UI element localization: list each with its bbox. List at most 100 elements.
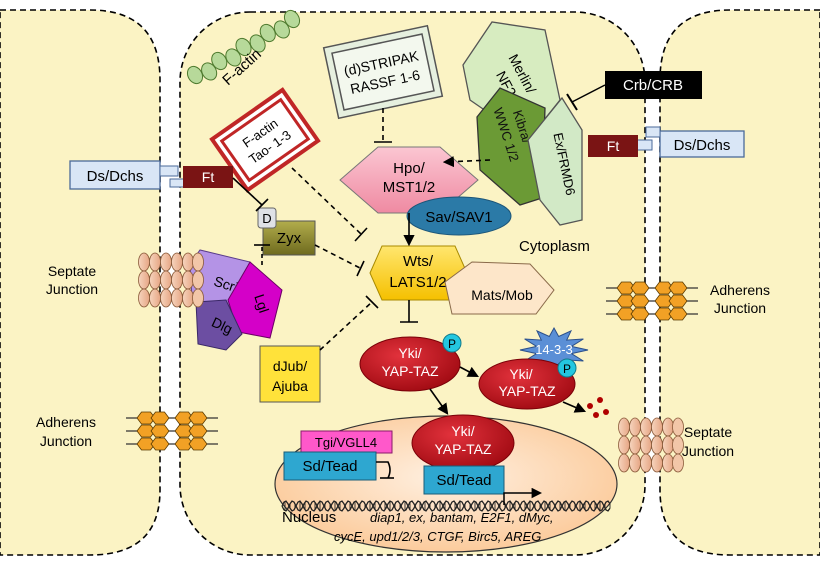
djub-line2: Ajuba <box>272 378 308 394</box>
scrib-lgl-dlg: Scrib Lgl Dlg <box>189 249 283 351</box>
target-genes-line2: cycE, upd1/2/3, CTGF, Birc5, AREG <box>334 529 541 544</box>
adherens-right-line1: Adherens <box>710 282 770 298</box>
zyx-label: Zyx <box>277 230 302 247</box>
sav-label: Sav/SAV1 <box>425 209 492 226</box>
yki1-line1: Yki/ <box>398 345 421 361</box>
tgi-label: Tgi/VGLL4 <box>315 435 377 450</box>
septate-disc <box>662 453 674 473</box>
sd-tead-2: Sd/Tead <box>423 465 505 495</box>
septate-junction-left <box>138 252 204 308</box>
septate-disc <box>640 453 652 473</box>
sd1-label: Sd/Tead <box>302 458 357 475</box>
actin-bead <box>273 20 290 39</box>
actin-bead <box>235 37 252 57</box>
septate-disc <box>629 453 641 473</box>
yki-yap-taz-3: Yki/ YAP-TAZ <box>411 414 515 472</box>
septate-disc <box>662 417 674 437</box>
f-actin-filament <box>186 9 301 85</box>
septate-disc <box>149 270 161 290</box>
septate-disc <box>629 435 641 455</box>
mats-mob: Mats/Mob <box>444 261 555 315</box>
nucleus-label: Nucleus <box>282 509 336 526</box>
septate-disc <box>662 435 674 455</box>
septate-disc <box>138 270 150 290</box>
septate-disc <box>618 435 630 455</box>
septate-disc-cap <box>672 453 684 473</box>
d-badge-label: D <box>262 211 271 226</box>
crb-receptor: Crb/CRB <box>566 71 702 111</box>
hpo-line2: MST1/2 <box>383 179 436 196</box>
septate-disc <box>618 453 630 473</box>
septate-disc <box>160 270 172 290</box>
yki3-line2: YAP-TAZ <box>434 441 491 457</box>
tgi-vgll4: Tgi/VGLL4 <box>300 430 393 454</box>
transcription-start-arrow <box>503 487 543 505</box>
p-badge-2-label: P <box>563 362 571 376</box>
yki2-line1: Yki/ <box>509 366 532 382</box>
target-genes-line1: diap1, ex, bantam, E2F1, dMyc, <box>370 510 554 525</box>
septate-disc-cap <box>192 252 204 272</box>
dsdchs-right-label: Ds/Dchs <box>674 137 731 154</box>
septate-disc <box>149 288 161 308</box>
cytoplasm-label: Cytoplasm <box>519 238 590 255</box>
adherens-right-line2: Junction <box>714 300 766 316</box>
dsdchs-left-label: Ds/Dchs <box>87 168 144 185</box>
cadherin-hex <box>188 437 208 451</box>
sav-sav1: Sav/SAV1 <box>406 196 512 236</box>
adherens-junction-left <box>126 411 218 451</box>
adherens-left-line1: Adherens <box>36 414 96 430</box>
crb-label: Crb/CRB <box>623 77 683 94</box>
septate-disc <box>182 270 194 290</box>
septate-disc <box>171 252 183 272</box>
ex-frmd6: Ex/FRMD6 <box>527 96 583 226</box>
septate-right-line2: Junction <box>682 443 734 459</box>
zyx: Zyx D <box>257 207 316 256</box>
septate-disc <box>640 435 652 455</box>
kibra-wwc: Kibra/ WWC 1/2 <box>476 87 546 206</box>
septate-disc <box>651 417 663 437</box>
septate-disc-cap <box>192 288 204 308</box>
mats-label: Mats/Mob <box>471 287 533 303</box>
septate-disc <box>651 435 663 455</box>
septate-disc <box>171 288 183 308</box>
factin-tao-box: F-actin Tao- 1-3 <box>209 87 321 193</box>
cadherin-hex <box>630 307 650 321</box>
cadherin-hex <box>150 424 170 438</box>
cadherin-hex <box>188 411 208 425</box>
septate-disc <box>149 252 161 272</box>
degradation-dots <box>587 397 609 418</box>
sd-tead-1: Sd/Tead <box>283 451 377 481</box>
septate-disc <box>182 288 194 308</box>
septate-disc-cap <box>672 417 684 437</box>
hpo-line1: Hpo/ <box>393 160 426 177</box>
p1433-label: 14-3-3 <box>535 342 573 357</box>
ft-dsdchs-left: Ds/Dchs Ft <box>69 160 233 190</box>
ft-dsdchs-right: Ds/Dchs Ft <box>588 126 745 158</box>
septate-disc <box>629 417 641 437</box>
actin-bead <box>201 62 218 81</box>
septate-disc-cap <box>192 270 204 290</box>
djub-line1: dJub/ <box>273 358 307 374</box>
left-cell <box>0 9 161 556</box>
yki3-line1: Yki/ <box>451 423 474 439</box>
septate-disc <box>138 288 150 308</box>
cadherin-hex <box>668 294 688 308</box>
sd2-label: Sd/Tead <box>436 472 491 489</box>
septate-disc <box>138 252 150 272</box>
adherens-left-line2: Junction <box>40 433 92 449</box>
adherens-junction-right <box>606 281 698 321</box>
septate-left-line1: Septate <box>48 263 96 279</box>
ft-right-label: Ft <box>607 138 620 154</box>
stripak-rassf-box: (d)STRIPAK RASSF 1-6 <box>322 24 444 120</box>
cadherin-hex <box>630 281 650 295</box>
septate-disc <box>651 453 663 473</box>
lgl-label: Lgl <box>251 292 272 315</box>
cadherin-hex <box>150 411 170 425</box>
wts-line1: Wts/ <box>403 253 434 270</box>
actin-bead <box>186 65 204 85</box>
yki1-line2: YAP-TAZ <box>381 363 438 379</box>
djub-ajuba: dJub/ Ajuba <box>259 345 321 403</box>
septate-left-line2: Junction <box>46 281 98 297</box>
septate-disc <box>182 252 194 272</box>
